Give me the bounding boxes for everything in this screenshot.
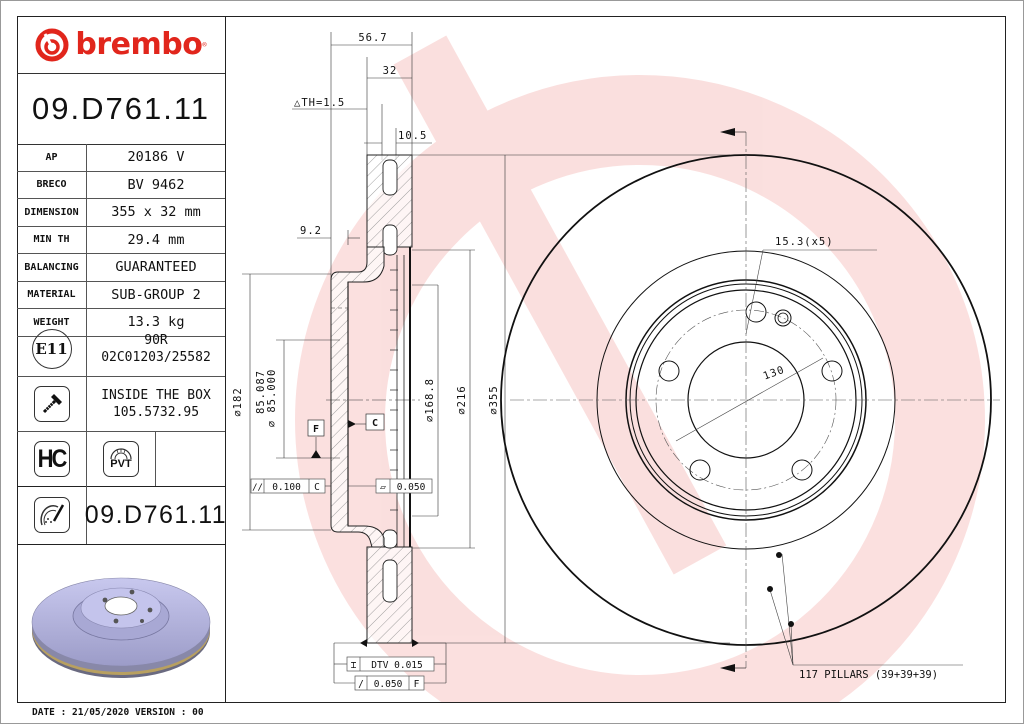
screw-row: INSIDE THE BOX 105.5732.95 xyxy=(17,376,225,432)
pvt-label: PVT xyxy=(110,458,132,470)
screw-text: INSIDE THE BOX 105.5732.95 xyxy=(87,376,225,431)
pvt-icon-cell: PVT xyxy=(87,431,156,486)
dim-pcd: 130 xyxy=(762,364,787,383)
approval-number: 02C01203/25582 xyxy=(101,349,211,365)
dtv-symbol: ⌶ xyxy=(351,660,357,671)
brembo-disc-icon xyxy=(35,28,69,61)
disc-icon-cell xyxy=(17,486,87,544)
spec-key: BALANCING xyxy=(17,253,87,282)
dim-delta-th: △TH=1.5 xyxy=(294,97,345,109)
dtv-value: DTV 0.015 xyxy=(371,660,422,671)
approval-icon-cell: E11 xyxy=(17,321,87,376)
brand-logo: brembo® xyxy=(17,16,225,74)
e11-approval-icon: E11 xyxy=(31,328,72,369)
screw-note: INSIDE THE BOX xyxy=(101,387,211,403)
runout-datum: F xyxy=(414,679,420,690)
spec-key: MATERIAL xyxy=(17,281,87,309)
parallelism-value: 0.100 xyxy=(272,482,301,493)
pvt-icon: PVT xyxy=(103,440,139,477)
dtv-frame: ⌶ DTV 0.015 xyxy=(346,656,435,672)
dim-dia-216: ⌀216 xyxy=(456,385,468,414)
screw-part-number: 105.5732.95 xyxy=(112,404,200,420)
section-view xyxy=(242,32,730,684)
dim-hat-offset: 9.2 xyxy=(300,225,322,237)
screw-icon-cell xyxy=(17,376,87,431)
spec-key: BRECO xyxy=(17,171,87,199)
approval-text: 90R 02C01203/25582 xyxy=(87,321,225,376)
spec-key: AP xyxy=(17,144,87,172)
dim-dia-168: ⌀168.8 xyxy=(424,378,436,422)
spec-value: 13.3 kg xyxy=(86,308,225,337)
dim-dia-85-lower: ⌀ 85.000 xyxy=(266,369,278,428)
dtv-marker-left xyxy=(360,639,367,647)
parallelism-frame: // 0.100 C xyxy=(250,478,326,494)
date-version: DATE : 21/05/2020 VERSION : 00 xyxy=(32,707,204,718)
spec-value: 20186 V xyxy=(86,144,225,172)
datum-f-marker xyxy=(311,450,321,458)
dtv-marker-right xyxy=(412,639,419,647)
spec-key: MIN TH xyxy=(17,226,87,254)
datum-c-marker xyxy=(348,420,356,428)
part-number: 09.D761.11 xyxy=(17,73,225,145)
disc-part-row: 09.D761.11 xyxy=(17,486,228,545)
spec-key: DIMENSION xyxy=(17,198,87,227)
dim-vane: 10.5 xyxy=(398,130,427,142)
spec-value: SUB-GROUP 2 xyxy=(86,281,225,309)
spec-value: GUARANTEED xyxy=(86,253,225,282)
hc-label: HC xyxy=(37,443,68,473)
dim-dia-355: ⌀355 xyxy=(488,385,500,414)
section-arrow-top xyxy=(720,128,735,136)
parallelism-datum: C xyxy=(314,482,320,493)
brand-name: brembo xyxy=(75,27,203,62)
brembo-watermark xyxy=(295,35,985,702)
spec-value: BV 9462 xyxy=(86,171,225,199)
flatness-frame: ▱ 0.050 xyxy=(375,478,433,494)
spec-value: 355 x 32 mm xyxy=(86,198,225,227)
flatness-value: 0.050 xyxy=(397,482,426,493)
section-arrow-bottom xyxy=(720,664,735,672)
datum-f: F xyxy=(313,424,319,435)
hc-icon: HC xyxy=(33,440,70,477)
dim-bolt-hole: 15.3(x5) xyxy=(775,236,834,248)
approval-code: 90R xyxy=(144,332,168,348)
front-view xyxy=(500,131,1000,669)
features-row: HC PVT xyxy=(17,431,225,487)
brake-disc-render-image xyxy=(31,577,211,678)
datum-c: C xyxy=(372,418,378,429)
dim-overall-width: 56.7 xyxy=(358,32,387,44)
technical-drawing: 56.7 32 △TH=1.5 10.5 9.2 ⌀182 85.087 ⌀ 8… xyxy=(232,32,1000,702)
disc-part-cell: 09.D761.11 xyxy=(84,486,228,544)
dim-dia-85-upper: 85.087 xyxy=(255,370,267,414)
screw-icon xyxy=(33,385,70,422)
disc-part-number: 09.D761.11 xyxy=(84,500,228,529)
dim-dia-182: ⌀182 xyxy=(232,387,244,416)
pillar-markers xyxy=(767,552,794,627)
drawing-frame xyxy=(17,16,1006,703)
runout-symbol: / xyxy=(358,679,364,690)
disc-3d-render xyxy=(17,544,225,701)
hc-icon-cell: HC xyxy=(17,431,87,486)
runout-frame: / 0.050 F xyxy=(354,675,425,691)
approval-row: E11 90R 02C01203/25582 xyxy=(17,321,225,377)
pillars-note: 117 PILLARS (39+39+39) xyxy=(799,669,938,681)
runout-value: 0.050 xyxy=(374,679,403,690)
flatness-symbol: ▱ xyxy=(380,482,386,493)
parallelism-symbol: // xyxy=(252,483,263,493)
registered-mark: ® xyxy=(202,40,207,49)
dim-thickness: 32 xyxy=(383,65,398,77)
disc-profile-icon xyxy=(33,497,70,533)
spec-value: 29.4 mm xyxy=(86,226,225,254)
